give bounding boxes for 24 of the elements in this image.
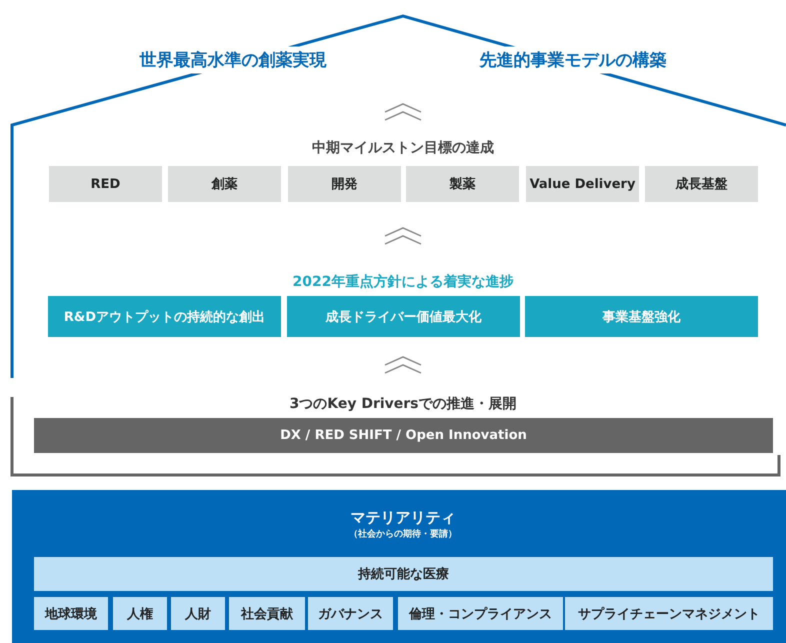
materiality-box: 人権 bbox=[113, 597, 167, 630]
panel-subheading: （社会からの期待・要請） bbox=[349, 528, 457, 540]
driver-bar: DX / RED SHIFT / Open Innovation bbox=[34, 418, 773, 453]
goal-box: RED bbox=[49, 166, 162, 202]
section-heading: 中期マイルストン目標の達成 bbox=[312, 139, 494, 157]
priority-box: 事業基盤強化 bbox=[525, 296, 758, 337]
materiality-box: サプライチェーンマネジメント bbox=[565, 597, 773, 630]
materiality-box: 社会貢献 bbox=[229, 597, 305, 630]
materiality-box: ガバナンス bbox=[308, 597, 393, 630]
goal-box: 開発 bbox=[288, 166, 401, 202]
materiality-box: 倫理・コンプライアンス bbox=[398, 597, 563, 630]
section-heading: 2022年重点方針による着実な進捗 bbox=[292, 273, 514, 291]
materiality-box: 持続可能な医療 bbox=[34, 557, 773, 591]
goal-box: 創薬 bbox=[168, 166, 281, 202]
goal-box: 成長基盤 bbox=[645, 166, 758, 202]
goal-box: Value Delivery bbox=[526, 166, 639, 202]
section-heading: 3つのKey Driversでの推進・展開 bbox=[289, 395, 517, 413]
priority-box: R&Dアウトプットの持続的な創出 bbox=[48, 296, 281, 337]
materiality-panel bbox=[12, 490, 786, 643]
goal-box: 製薬 bbox=[406, 166, 519, 202]
panel-heading: マテリアリティ bbox=[350, 508, 456, 528]
materiality-box: 地球環境 bbox=[34, 597, 108, 630]
priority-box: 成長ドライバー価値最大化 bbox=[287, 296, 520, 337]
materiality-box: 人財 bbox=[171, 597, 225, 630]
